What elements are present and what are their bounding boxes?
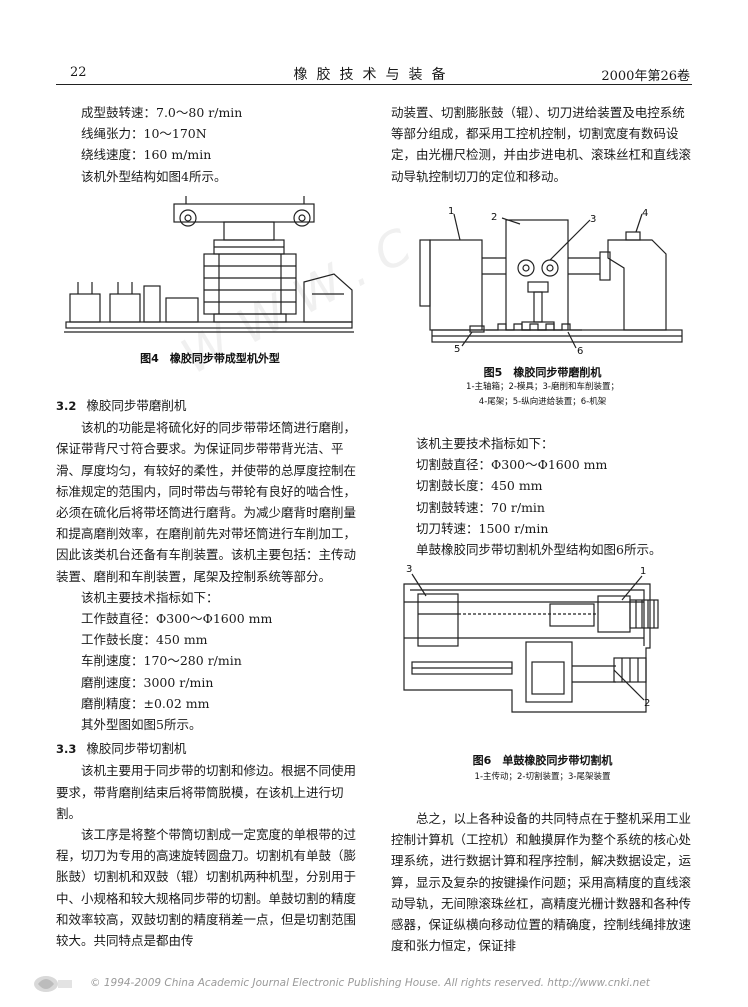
cnki-logo-icon	[34, 976, 72, 992]
spec-line: 工作鼓直径：Φ300～Φ1600 mm	[81, 611, 273, 627]
figure-5-legend: 1-主轴箱；2-模具；3-磨削和车削装置； 4-尾架；5-纵向进给装置；6-机架	[391, 380, 694, 410]
figure-6-label: 1	[640, 566, 647, 577]
copyright-text: © 1994-2009 China Academic Journal Elect…	[90, 977, 650, 989]
journal-title: 橡胶技术与装备	[293, 67, 455, 83]
figure-5-legend-line: 1-主轴箱；2-模具；3-磨削和车削装置；	[466, 382, 619, 392]
spec-line: 该机主要技术指标如下：	[416, 436, 554, 451]
right-summary: 总之，以上各种设备的共同特点在于整机采用工业控制计算机（工控机）和触摸屏作为整个…	[391, 808, 694, 956]
figure-6-drawing	[403, 573, 659, 713]
spec-line: 该机外型结构如图4所示。	[81, 168, 227, 184]
page-footer: © 1994-2009 China Academic Journal Elect…	[32, 972, 712, 996]
spec-line: 切割鼓长度：450 mm	[416, 478, 543, 494]
spec-line: 其外型图如图5所示。	[81, 717, 202, 733]
figure-6-legend: 1-主传动；2-切割装置；3-尾架装置	[474, 772, 611, 782]
figure-6-caption: 图6 单鼓橡胶同步带切割机	[472, 754, 613, 767]
right-specs: 该机主要技术指标如下： 切割鼓直径：Φ300～Φ1600 mm 切割鼓长度：45…	[391, 433, 694, 560]
section-number: 3.3	[56, 742, 77, 757]
spec-line: 工作鼓长度：450 mm	[81, 632, 208, 648]
section-heading-3-2: 3.2 橡胶同步带磨削机	[56, 395, 364, 417]
paragraph: 该机的功能是将硫化好的同步带带坯筒进行磨削，保证带背尺寸符合要求。为保证同步带带…	[56, 420, 357, 584]
spec-line: 车削速度：170～280 r/min	[81, 653, 242, 669]
paragraph: 该机主要用于同步带的切割和修边。根据不同使用要求，带背磨削结束后将带筒脱模，在该…	[56, 763, 357, 821]
spec-line: 磨削速度：3000 r/min	[81, 674, 214, 690]
figure-5-label: 1	[448, 206, 455, 217]
figure-5-drawing	[419, 213, 683, 349]
figure-4-drawing	[64, 196, 354, 333]
spec-line: 成型鼓转速：7.0～80 r/min	[81, 105, 243, 120]
spec-line: 单鼓橡胶同步带切割机外型结构如图6所示。	[416, 542, 662, 558]
figure-6-label: 3	[406, 564, 413, 575]
figure-5-label: 3	[590, 214, 597, 225]
paragraph: 总之，以上各种设备的共同特点在于整机采用工业控制计算机（工控机）和触摸屏作为整个…	[391, 811, 692, 954]
spec-line: 线绳张力：10～170N	[81, 126, 207, 142]
spec-line: 该机主要技术指标如下：	[81, 589, 219, 605]
paragraph: 动装置、切割膨胀鼓（辊）、切刀进给装置及电控系统等部分组成，都采用工控机控制，切…	[391, 105, 692, 184]
issue-info: 2000年第26卷	[601, 69, 690, 84]
page-number: 22	[70, 65, 87, 80]
figure-5-caption: 图5 橡胶同步带磨削机	[483, 366, 602, 379]
spec-line: 切割鼓转速：70 r/min	[416, 499, 545, 515]
right-paragraph-top: 动装置、切割膨胀鼓（辊）、切刀进给装置及电控系统等部分组成，都采用工控机控制，切…	[391, 102, 694, 187]
left-column-body: 3.2 橡胶同步带磨削机 该机的功能是将硫化好的同步带带坯筒进行磨削，保证带背尺寸…	[56, 392, 364, 951]
figure-5-label: 5	[454, 344, 461, 355]
spec-line: 切刀转速：1500 r/min	[416, 520, 549, 536]
spec-line: 切割鼓直径：Φ300～Φ1600 mm	[416, 457, 608, 473]
figure-5-label: 4	[642, 208, 649, 219]
figure-5-legend-line: 4-尾架；5-纵向进给装置；6-机架	[478, 397, 607, 407]
spec-line: 绕线速度：160 m/min	[81, 147, 212, 163]
section-number: 3.2	[56, 399, 77, 413]
section-heading-3-3: 3.3 橡胶同步带切割机	[56, 738, 364, 760]
spec-line: 磨削精度：±0.02 mm	[81, 695, 210, 711]
section-title: 橡胶同步带磨削机	[86, 398, 187, 413]
figure-6-label: 2	[644, 698, 651, 709]
figure-5-label: 2	[491, 212, 498, 223]
figure-5-label: 6	[577, 346, 584, 357]
section-title: 橡胶同步带切割机	[86, 741, 187, 757]
page-header: 22 橡胶技术与装备 2000年第26卷	[56, 62, 692, 85]
left-specs-top: 成型鼓转速：7.0～80 r/min 线绳张力：10～170N 绕线速度：160…	[56, 102, 364, 187]
paragraph: 该工序是将整个带筒切割成一定宽度的单根带的过程，切刀为专用的高速旋转圆盘刀。切割…	[56, 827, 357, 949]
figure-4-caption: 图4 橡胶同步带成型机外型	[140, 352, 280, 365]
